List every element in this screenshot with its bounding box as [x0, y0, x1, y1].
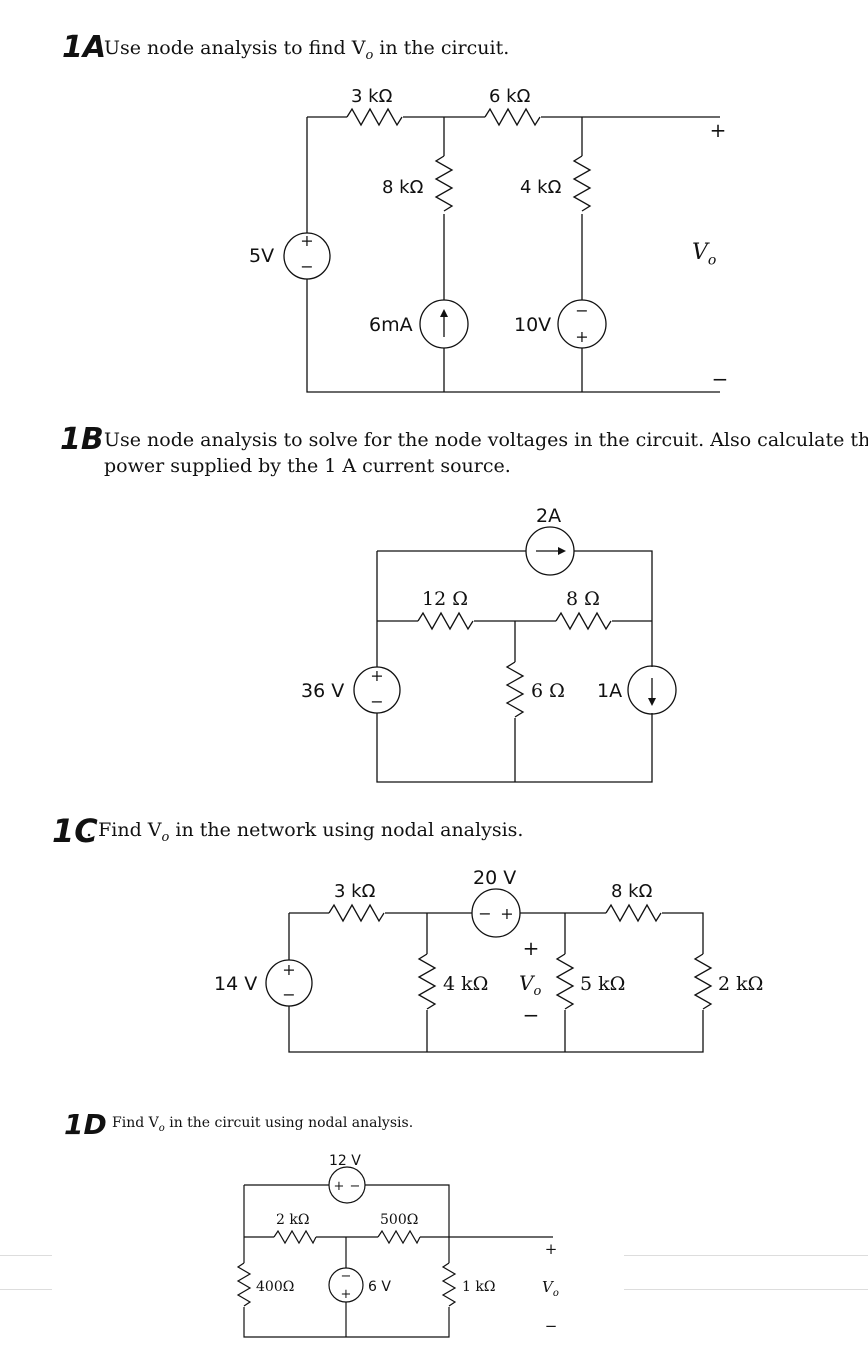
label-2a-1b: 2A — [536, 505, 562, 527]
svg-text:+: + — [500, 904, 513, 923]
label-36v-1b: 36 V — [301, 680, 345, 702]
resistor-4k — [572, 155, 592, 212]
problem-number-1d: 1D — [64, 1108, 107, 1141]
label-10v-1a: 10V — [514, 314, 552, 336]
resistor-8k — [605, 903, 662, 923]
svg-text:−: − — [545, 1317, 558, 1335]
resistor-3k — [346, 107, 403, 127]
resistor-2k — [273, 1229, 317, 1245]
resistor-500 — [377, 1229, 421, 1245]
label-6ohm-1b: 6 Ω — [531, 680, 565, 702]
label-2k-1c: 2 kΩ — [718, 973, 764, 995]
svg-text:−: − — [523, 1003, 540, 1027]
current-source-2a — [525, 526, 575, 576]
resistor-4k — [417, 953, 437, 1010]
svg-text:+: + — [545, 1240, 558, 1258]
svg-text:+: + — [370, 666, 383, 685]
svg-text:−: − — [282, 985, 295, 1004]
label-14v-1c: 14 V — [214, 973, 258, 995]
svg-text:−: − — [341, 1269, 352, 1284]
problem-number-1a: 1A — [62, 30, 107, 65]
label-12ohm-1b: 12 Ω — [422, 588, 468, 610]
svg-text:+: + — [710, 118, 727, 142]
resistor-5k — [555, 953, 575, 1010]
label-2k-1d: 2 kΩ — [276, 1212, 310, 1228]
current-source-6ma — [419, 299, 469, 349]
problem-statement-1a: Use node analysis to find Vo in the circ… — [104, 37, 510, 63]
label-3k-1c: 3 kΩ — [334, 881, 376, 902]
label-1k-1d: 1 kΩ — [462, 1279, 496, 1295]
label-8k-1a: 8 kΩ — [382, 177, 424, 198]
label-5v-1a: 5V — [249, 245, 275, 267]
current-source-1a — [627, 665, 677, 715]
label-4k-1a: 4 kΩ — [520, 177, 562, 198]
svg-text:−: − — [478, 904, 491, 923]
svg-text:+: + — [334, 1179, 345, 1194]
svg-text:−: − — [575, 301, 588, 320]
svg-text:+: + — [282, 960, 295, 979]
resistor-8k — [434, 155, 454, 212]
svg-text:+: + — [300, 231, 313, 250]
resistor-8 — [555, 611, 612, 631]
label-5k-1c: 5 kΩ — [580, 973, 626, 995]
label-20v-1c: 20 V — [473, 867, 517, 889]
label-6v-1d: 6 V — [368, 1279, 391, 1295]
resistor-3k — [328, 903, 385, 923]
label-1a-1b: 1A — [597, 680, 623, 702]
label-3k-1a: 3 kΩ — [351, 86, 393, 107]
problem-statement-1b-line2: power supplied by the 1 A current source… — [104, 455, 511, 477]
voltage-source-10v — [557, 299, 607, 349]
resistor-6k — [484, 107, 541, 127]
voltage-source-6v — [328, 1267, 364, 1303]
svg-text:+: + — [341, 1287, 352, 1302]
problem-number-1c: 1C — [52, 812, 98, 850]
svg-text:−: − — [350, 1179, 361, 1194]
resistor-400 — [236, 1262, 252, 1307]
divider-right-2 — [624, 1289, 868, 1290]
svg-text:+: + — [523, 936, 540, 960]
voltage-source-5v — [283, 232, 331, 280]
voltage-source-12v — [328, 1166, 366, 1204]
divider-left-1 — [0, 1255, 52, 1256]
resistor-12 — [417, 611, 474, 631]
label-6k-1a: 6 kΩ — [489, 86, 531, 107]
problem-statement-1d: Find Vo in the circuit using nodal analy… — [112, 1115, 414, 1134]
svg-text:−: − — [712, 367, 729, 391]
problem-statement-1c: . Find Vo in the network using nodal ana… — [86, 819, 524, 845]
problem-number-1b: 1B — [60, 422, 104, 457]
label-8ohm-1b: 8 Ω — [566, 588, 600, 610]
label-400ohm-1d: 400Ω — [256, 1279, 295, 1295]
voltage-source-14v — [265, 959, 313, 1007]
svg-text:−: − — [300, 257, 313, 276]
svg-text:+: + — [575, 327, 588, 346]
divider-right-1 — [624, 1255, 868, 1256]
label-vo-1a: Vo — [692, 240, 717, 269]
label-4k-1c: 4 kΩ — [443, 973, 489, 995]
voltage-source-20v — [471, 888, 521, 938]
voltage-source-36v — [353, 666, 401, 714]
label-8k-1c: 8 kΩ — [611, 881, 653, 902]
resistor-2k — [693, 953, 713, 1010]
label-vo-1c: Vo — [519, 971, 542, 999]
resistor-1k — [441, 1262, 457, 1307]
label-12v-1d: 12 V — [329, 1153, 361, 1169]
svg-text:−: − — [370, 692, 383, 711]
resistor-6 — [505, 661, 525, 718]
label-6ma-1a: 6mA — [369, 314, 413, 336]
problem-statement-1b-line1: Use node analysis to solve for the node … — [104, 429, 868, 451]
label-500ohm-1d: 500Ω — [380, 1212, 419, 1228]
divider-left-2 — [0, 1289, 52, 1290]
label-vo-1d: Vo — [542, 1278, 559, 1299]
